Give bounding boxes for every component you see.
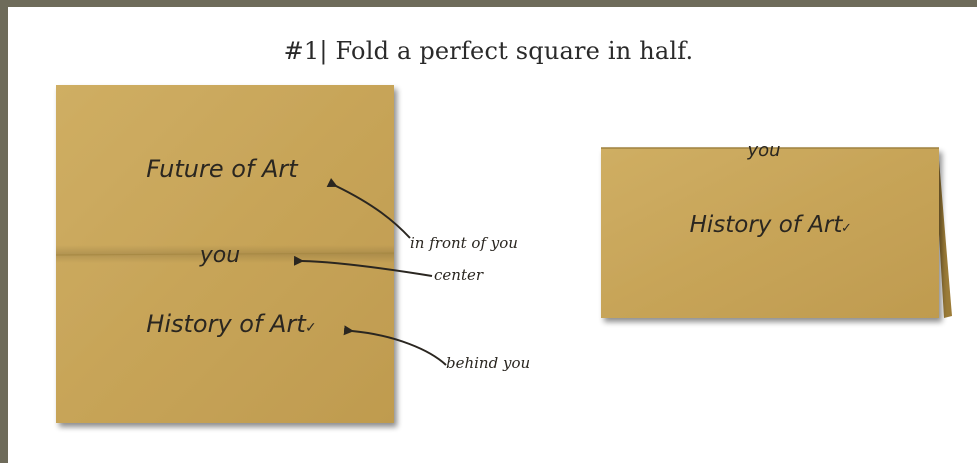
future-of-art-label: Future of Art [146,155,299,183]
arrow-in-front [326,178,411,239]
fold-crease-line [55,252,395,256]
you-label: you [199,243,240,268]
card-you-peek-label: you [746,140,780,161]
arrow-center [293,255,433,277]
center-note: center [434,266,484,284]
card-front [601,148,939,318]
page-title: #1| Fold a perfect square in half. [283,37,694,65]
annotation-arrows [293,178,447,366]
card-checkmark-icon: ✓ [841,221,852,236]
checkmark-icon: ✓ [305,320,317,336]
folded-card: you History of Art ✓ [601,140,952,318]
in-front-of-you-note: in front of you [410,234,518,252]
behind-you-note: behind you [446,354,530,372]
arrow-behind [343,325,447,366]
card-history-of-art-label: History of Art [690,212,844,238]
history-of-art-label: History of Art [146,310,307,338]
unfolded-square: Future of Art you History of Art ✓ [55,85,395,423]
